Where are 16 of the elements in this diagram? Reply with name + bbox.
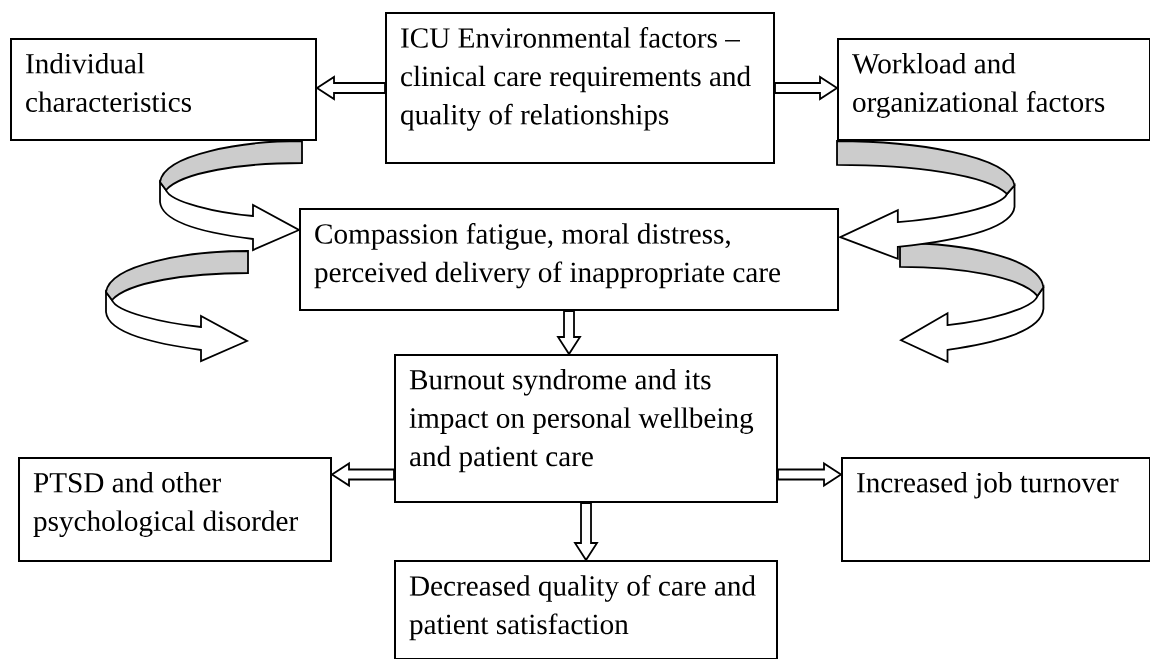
process-box: Increased job turnover (841, 457, 1150, 562)
block-arrow (330, 461, 395, 488)
process-box: Decreased quality of care and patient satisfaction (394, 560, 778, 659)
block-arrow (774, 75, 839, 101)
block-arrow (777, 461, 843, 488)
curved-arrow (159, 140, 303, 251)
process-box: PTSD and other psychological disorder (18, 457, 332, 562)
process-box: Individual characteristics (10, 38, 317, 141)
block-arrow (315, 75, 386, 101)
block-arrow (556, 310, 582, 356)
process-box: Workload and organizational factors (837, 38, 1150, 141)
process-box: ICU Environmental factors – clinical care requirements and quality of relationships (385, 12, 775, 164)
process-box: Compassion fatigue, moral distress, perceived delivery of inappropriate care (299, 208, 839, 311)
process-box: Burnout syndrome and its impact on personal wellbeing and patient care (394, 354, 778, 503)
block-arrow (573, 502, 599, 562)
curved-arrow (836, 140, 1016, 260)
